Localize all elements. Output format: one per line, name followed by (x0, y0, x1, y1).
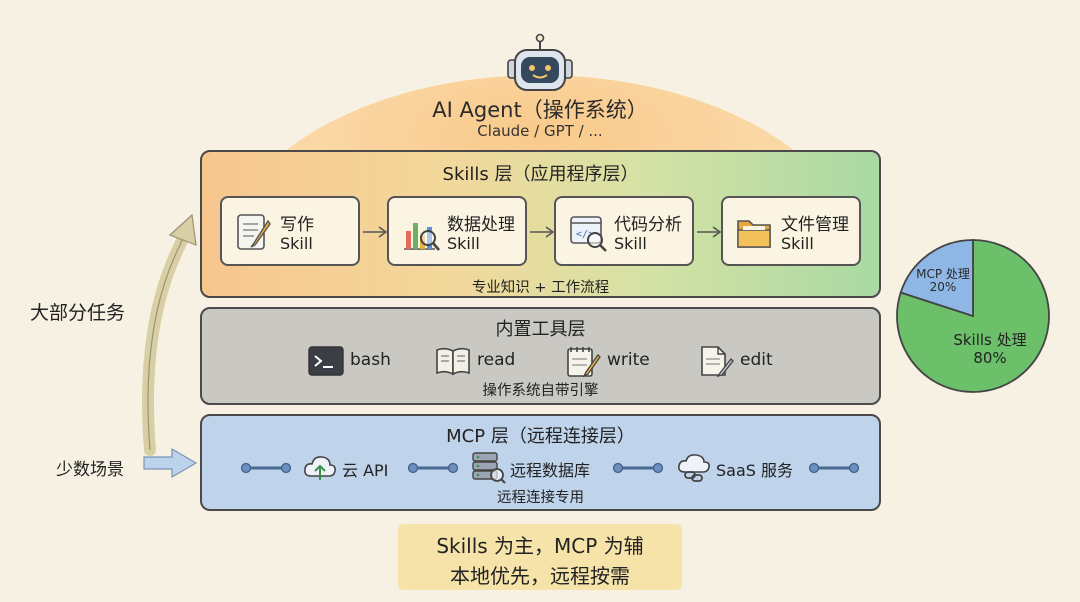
minor-scenarios-label: 少数场景 (56, 460, 124, 480)
data-chart-icon (404, 223, 440, 251)
agent-title: AI Agent（操作系统） (432, 98, 648, 122)
major-tasks-label: 大部分任务 (30, 302, 126, 324)
side-arrows (142, 213, 198, 479)
tools-layer-note: 操作系统自带引擎 (482, 383, 599, 399)
writing-icon (237, 214, 271, 250)
folder-icon (737, 220, 771, 248)
mcp-layer-title: MCP 层（远程连接层） (446, 426, 635, 447)
tools-layer-title: 内置工具层 (495, 319, 586, 340)
svg-text:</>: </> (576, 229, 594, 240)
pie-skills-percent: 80% (973, 349, 1007, 367)
pie-skills-label: Skills 处理 (953, 331, 1027, 349)
book-icon (436, 347, 470, 376)
flow-arrow (697, 226, 722, 238)
database-icon (472, 452, 506, 484)
mcp-item-label: SaaS 服务 (716, 461, 794, 480)
skill-card-name: 写作 (280, 215, 314, 235)
tool-label: write (607, 350, 650, 370)
robot-icon (507, 33, 573, 91)
tools-layer: 内置工具层 bash read write (200, 307, 881, 405)
pie-mcp-percent: 20% (929, 280, 957, 294)
connector-icon (808, 462, 860, 474)
connector-icon (240, 462, 292, 474)
skill-card-sub: Skill (280, 234, 313, 253)
skill-card-sub: Skill (447, 234, 480, 253)
tool-label: read (477, 350, 516, 370)
up-arrow-head (168, 213, 197, 246)
tool-label: edit (740, 350, 773, 370)
skill-card-sub: Skill (781, 234, 814, 253)
flow-arrow (363, 226, 388, 238)
skill-card-code[interactable]: </> 代码分析 Skill (554, 196, 694, 266)
skill-card-sub: Skill (614, 234, 647, 253)
mcp-layer: MCP 层（远程连接层） 云 API 远程数据库 (200, 414, 881, 511)
summary-line-1: Skills 为主，MCP 为辅 (436, 534, 644, 558)
cloud-upload-icon (304, 456, 336, 480)
right-arrow (143, 447, 198, 479)
skill-card-name: 文件管理 (781, 215, 849, 235)
summary-line-2: 本地优先，远程按需 (450, 564, 630, 588)
mcp-item-label: 云 API (342, 461, 389, 480)
agent-subtitle: Claude / GPT / ... (477, 122, 603, 140)
skill-card-name: 代码分析 (614, 215, 682, 235)
skill-card-data[interactable]: 数据处理 Skill (387, 196, 527, 266)
notepad-pencil-icon (567, 347, 601, 377)
connector-icon (407, 462, 459, 474)
skill-card-name: 数据处理 (447, 215, 515, 235)
skills-layer-note: 专业知识 + 工作流程 (471, 280, 610, 296)
code-window-icon: </> (570, 216, 607, 252)
skill-card-files[interactable]: 文件管理 Skill (721, 196, 861, 266)
pie-slice-mcp (899, 239, 974, 318)
cloud-link-icon (678, 454, 710, 482)
document-edit-icon (701, 346, 734, 377)
summary-note: Skills 为主，MCP 为辅 本地优先，远程按需 (398, 524, 682, 590)
mcp-item-label: 远程数据库 (510, 461, 591, 480)
skill-card-writing[interactable]: 写作 Skill (220, 196, 360, 266)
skills-layer: Skills 层（应用程序层） 写作 Skill 数据处理 Skill (200, 150, 881, 298)
pie-mcp-label: MCP 处理 (916, 267, 970, 281)
mcp-layer-note: 远程连接专用 (497, 490, 584, 506)
terminal-icon (308, 346, 344, 376)
connector-icon (612, 462, 664, 474)
flow-arrow (530, 226, 555, 238)
share-pie-chart (896, 239, 1050, 393)
tool-label: bash (350, 350, 391, 370)
skills-layer-title: Skills 层（应用程序层） (442, 164, 639, 185)
